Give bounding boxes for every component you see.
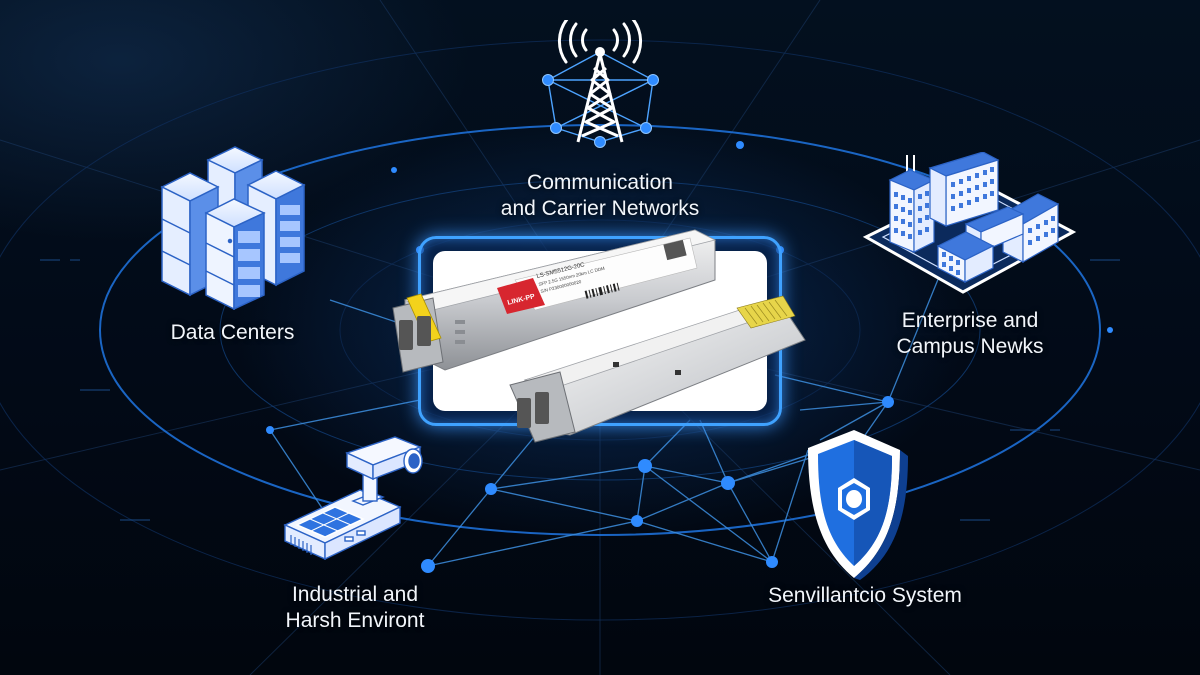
sfp-module-front: LINK-PP LS-SM5512G-20C SFP 2.5G 1550nm 2… xyxy=(392,229,717,373)
enterprise-label-line2: Campus Newks xyxy=(896,335,1044,358)
industrial-label-line2: Harsh Environt xyxy=(285,609,425,632)
sfp-module-rear xyxy=(509,295,806,443)
qr-code xyxy=(663,239,687,261)
surveillance-label: Senvillantcio System xyxy=(768,584,962,607)
carrier-networks-label: Communication and Carrier Networks xyxy=(470,170,730,222)
data-centers-label: Data Centers xyxy=(170,321,295,344)
carrier-label-line1: Communication xyxy=(527,171,673,194)
enterprise-label-line1: Enterprise and xyxy=(901,309,1039,332)
office-buildings-icon xyxy=(862,152,1077,294)
shield-icon xyxy=(808,430,908,580)
gold-edge-connector xyxy=(736,295,796,329)
industrial-label: Industrial and Harsh Environt xyxy=(250,582,460,634)
server-racks-icon xyxy=(160,146,306,310)
security-camera-device-icon xyxy=(283,436,423,560)
carrier-label-line2: and Carrier Networks xyxy=(500,197,700,220)
industrial-label-line1: Industrial and xyxy=(291,583,419,606)
enterprise-campus-label: Enterprise and Campus Newks xyxy=(870,308,1070,360)
cell-tower-icon xyxy=(542,20,659,148)
sfp-modules-image: LINK-PP LS-SM5512G-20C SFP 2.5G 1550nm 2… xyxy=(392,229,806,443)
